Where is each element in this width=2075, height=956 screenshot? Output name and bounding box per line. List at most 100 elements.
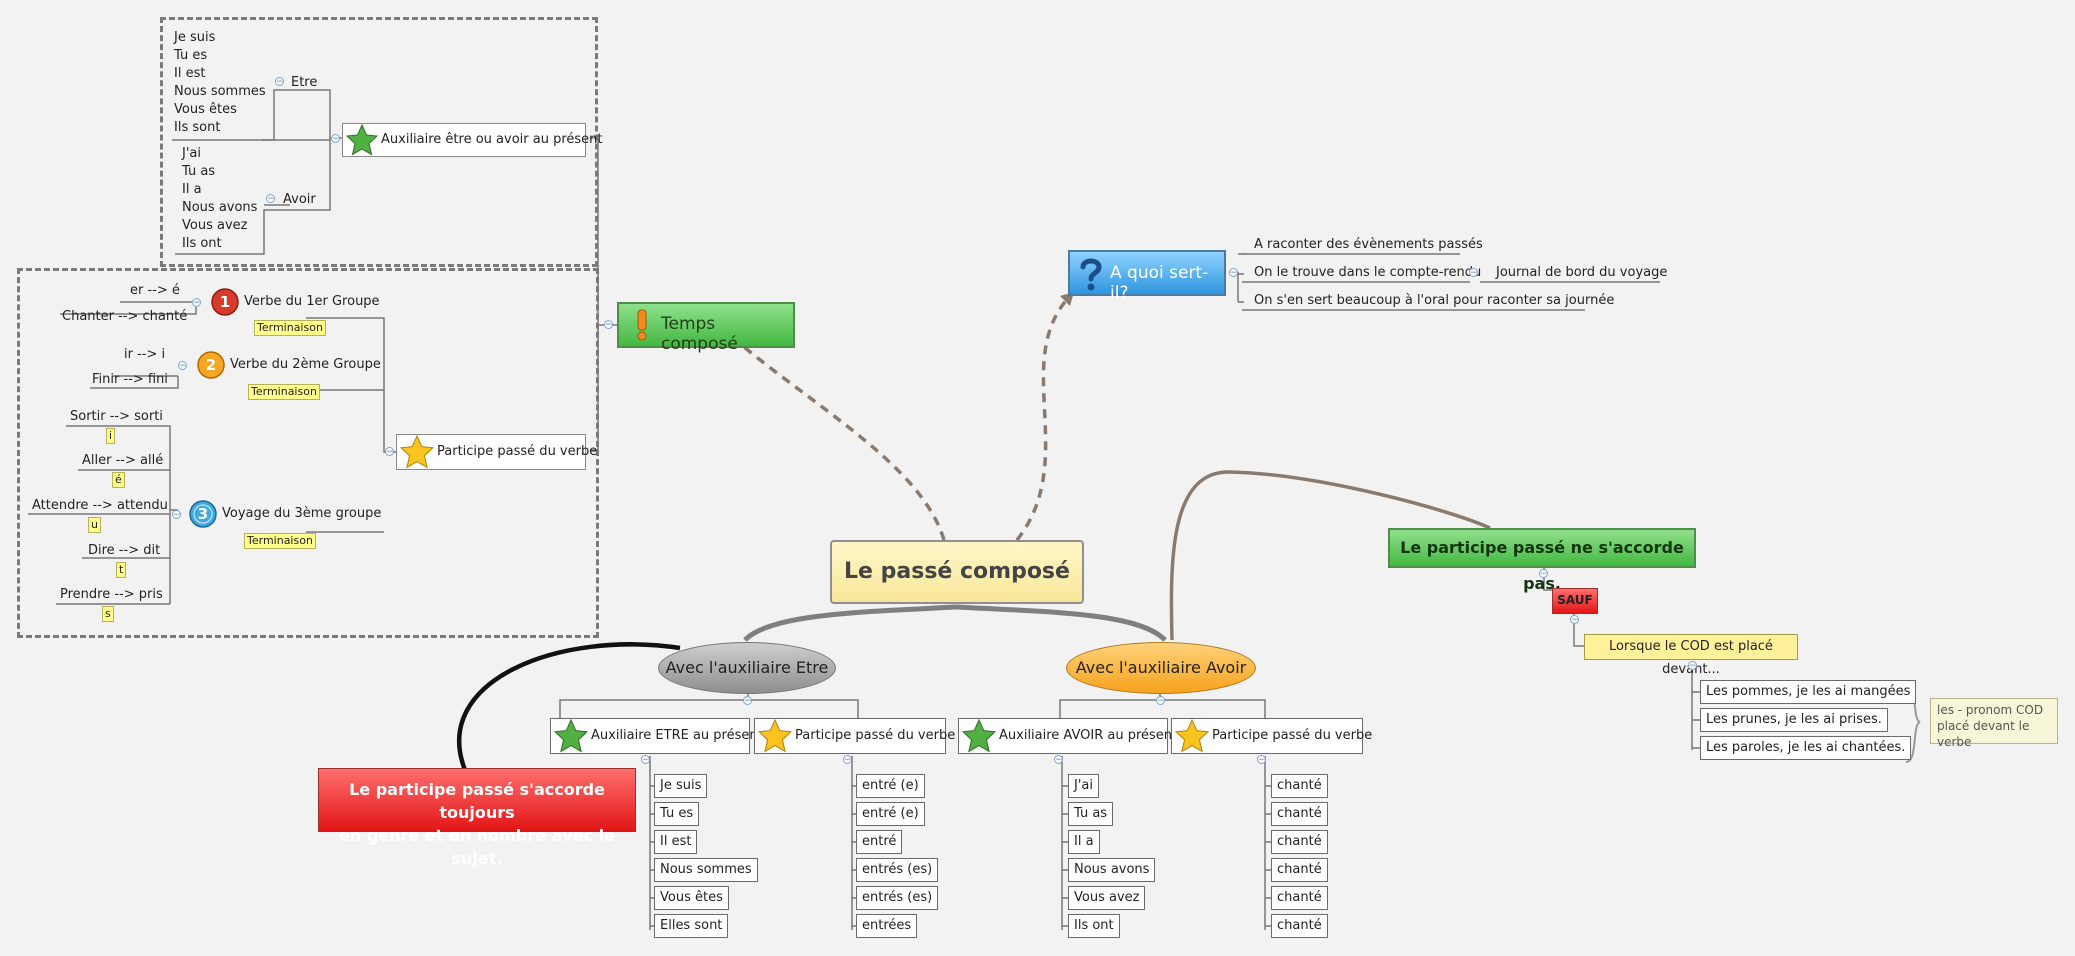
collapse-toggle-icon[interactable]: − (604, 320, 613, 330)
collapse-toggle-icon[interactable]: − (1688, 661, 1697, 671)
exclamation-icon (637, 309, 647, 341)
avoir-item: Ils ont (182, 236, 222, 251)
collapse-toggle-icon[interactable]: − (1229, 268, 1238, 278)
no-agreement-node[interactable]: Le participe passé ne s'accorde pas. (1388, 528, 1696, 593)
avoir-pp-item: chanté (1271, 802, 1328, 826)
avoir-aux-item: J'ai (1068, 774, 1099, 798)
svg-text:3: 3 (198, 505, 208, 523)
etre-item: Nous sommes (174, 84, 266, 99)
avoir-pp-item: chanté (1271, 914, 1328, 938)
etre-rule-line: Le participe passé s'accorde toujours (349, 780, 605, 822)
g3-item: Dire --> dit (88, 543, 161, 558)
participe-label: Participe passé du verbe (437, 444, 598, 459)
collapse-toggle-icon[interactable]: − (172, 510, 181, 520)
etre-pp-label: Participe passé du verbe (795, 728, 956, 743)
aux-present-node[interactable]: Auxiliaire être ou avoir au présent (342, 123, 603, 157)
etre-pp-item: entré (e) (856, 774, 925, 798)
cod-note-line: placé devant le verbe (1937, 719, 2030, 749)
avoir-pp-node[interactable]: Participe passé du verbe (1171, 718, 1372, 754)
sauf-node[interactable]: SAUF (1552, 588, 1598, 614)
usage-label: A quoi sert-il? (1110, 263, 1209, 303)
number-1-icon: 1 (211, 288, 239, 316)
etre-rule-line: en genre et en nombre avec le sujet. (339, 826, 615, 868)
collapse-toggle-icon[interactable]: − (266, 194, 275, 204)
cod-note-line: les - pronom COD (1937, 703, 2044, 717)
etre-item: Je suis (174, 30, 216, 45)
participle-frame (17, 268, 599, 638)
g1-example: Chanter --> chanté (62, 309, 188, 324)
etre-aux-node[interactable]: Auxiliaire ETRE au présent (550, 718, 763, 754)
g1-label: Verbe du 1er Groupe (244, 294, 380, 309)
g2-label: Verbe du 2ème Groupe (230, 357, 381, 372)
termination-tag: Terminaison (254, 320, 326, 336)
g3-item: Aller --> allé (82, 453, 164, 468)
collapse-toggle-icon[interactable]: − (1156, 696, 1165, 706)
etre-aux-label: Auxiliaire ETRE au présent (591, 728, 763, 743)
collapse-toggle-icon[interactable]: − (641, 755, 650, 765)
etre-aux-item: Elles sont (654, 914, 729, 938)
usage-subitem: Journal de bord du voyage (1496, 265, 1668, 280)
collapse-toggle-icon[interactable]: − (1054, 755, 1063, 765)
g2-rule: ir --> i (124, 347, 166, 362)
usage-item: On s'en sert beaucoup à l'oral pour raco… (1254, 293, 1615, 308)
collapse-toggle-icon[interactable]: − (1539, 569, 1548, 579)
usage-item: On le trouve dans le compte-rendu (1254, 265, 1482, 280)
etre-branch-node[interactable]: Avec l'auxiliaire Etre (658, 642, 836, 694)
etre-pp-item: entré (e) (856, 802, 925, 826)
avoir-aux-item: Ils ont (1068, 914, 1120, 938)
usage-item: A raconter des évènements passés (1254, 237, 1483, 252)
etre-pp-item: entrés (es) (856, 886, 939, 910)
collapse-toggle-icon[interactable]: − (843, 755, 852, 765)
collapse-toggle-icon[interactable]: − (1469, 268, 1478, 278)
g3-label: Voyage du 3ème groupe (222, 506, 382, 521)
cod-example: Les pommes, je les ai mangées (1700, 680, 1917, 704)
g3-tag: u (88, 517, 101, 533)
etre-pp-item: entré (856, 830, 903, 854)
etre-aux-item: Il est (654, 830, 698, 854)
collapse-toggle-icon[interactable]: − (331, 134, 340, 144)
participe-node[interactable]: Participe passé du verbe (396, 434, 597, 470)
collapse-toggle-icon[interactable]: − (178, 361, 187, 371)
avoir-aux-item: Nous avons (1068, 858, 1156, 882)
collapse-toggle-icon[interactable]: − (385, 447, 394, 457)
cod-example: Les prunes, je les ai prises. (1700, 708, 1888, 732)
avoir-item: Nous avons (182, 200, 258, 215)
collapse-toggle-icon[interactable]: − (1257, 755, 1266, 765)
etre-item: Tu es (174, 48, 208, 63)
avoir-label: Avoir (283, 192, 316, 207)
termination-tag: Terminaison (244, 533, 316, 549)
avoir-branch-node[interactable]: Avec l'auxiliaire Avoir (1066, 642, 1256, 694)
usage-node[interactable]: A quoi sert-il? (1068, 250, 1226, 303)
avoir-item: Tu as (182, 164, 216, 179)
star-icon (346, 124, 378, 156)
g3-item: Attendre --> attendu (32, 498, 168, 513)
avoir-aux-label: Auxiliaire AVOIR au présent (999, 728, 1178, 743)
etre-rule-node[interactable]: Le participe passé s'accorde toujours en… (318, 768, 636, 868)
avoir-aux-item: Tu as (1068, 802, 1114, 826)
avoir-item: Il a (182, 182, 202, 197)
number-3-icon: 3 (189, 500, 217, 528)
question-icon (1080, 258, 1102, 291)
collapse-toggle-icon[interactable]: − (275, 77, 284, 87)
collapse-toggle-icon[interactable]: − (1570, 615, 1579, 625)
etre-pp-node[interactable]: Participe passé du verbe (754, 718, 955, 754)
avoir-pp-item: chanté (1271, 858, 1328, 882)
svg-text:2: 2 (206, 356, 216, 374)
collapse-toggle-icon[interactable]: − (743, 696, 752, 706)
g3-tag: s (102, 606, 114, 622)
temps-compose-label: Temps composé (661, 314, 738, 354)
termination-tag: Terminaison (248, 384, 320, 400)
cod-node[interactable]: Lorsque le COD est placé devant... (1584, 634, 1798, 677)
g3-item: Sortir --> sorti (70, 409, 163, 424)
etre-item: Vous êtes (174, 102, 237, 117)
collapse-toggle-icon[interactable]: − (192, 298, 201, 308)
central-topic[interactable]: Le passé composé (830, 540, 1084, 604)
g3-tag: é (112, 472, 125, 488)
etre-aux-item: Je suis (654, 774, 708, 798)
temps-compose-node[interactable]: Temps composé (617, 302, 795, 354)
avoir-pp-item: chanté (1271, 774, 1328, 798)
avoir-pp-item: chanté (1271, 830, 1328, 854)
avoir-aux-node[interactable]: Auxiliaire AVOIR au présent (958, 718, 1177, 754)
star-icon (758, 719, 792, 753)
